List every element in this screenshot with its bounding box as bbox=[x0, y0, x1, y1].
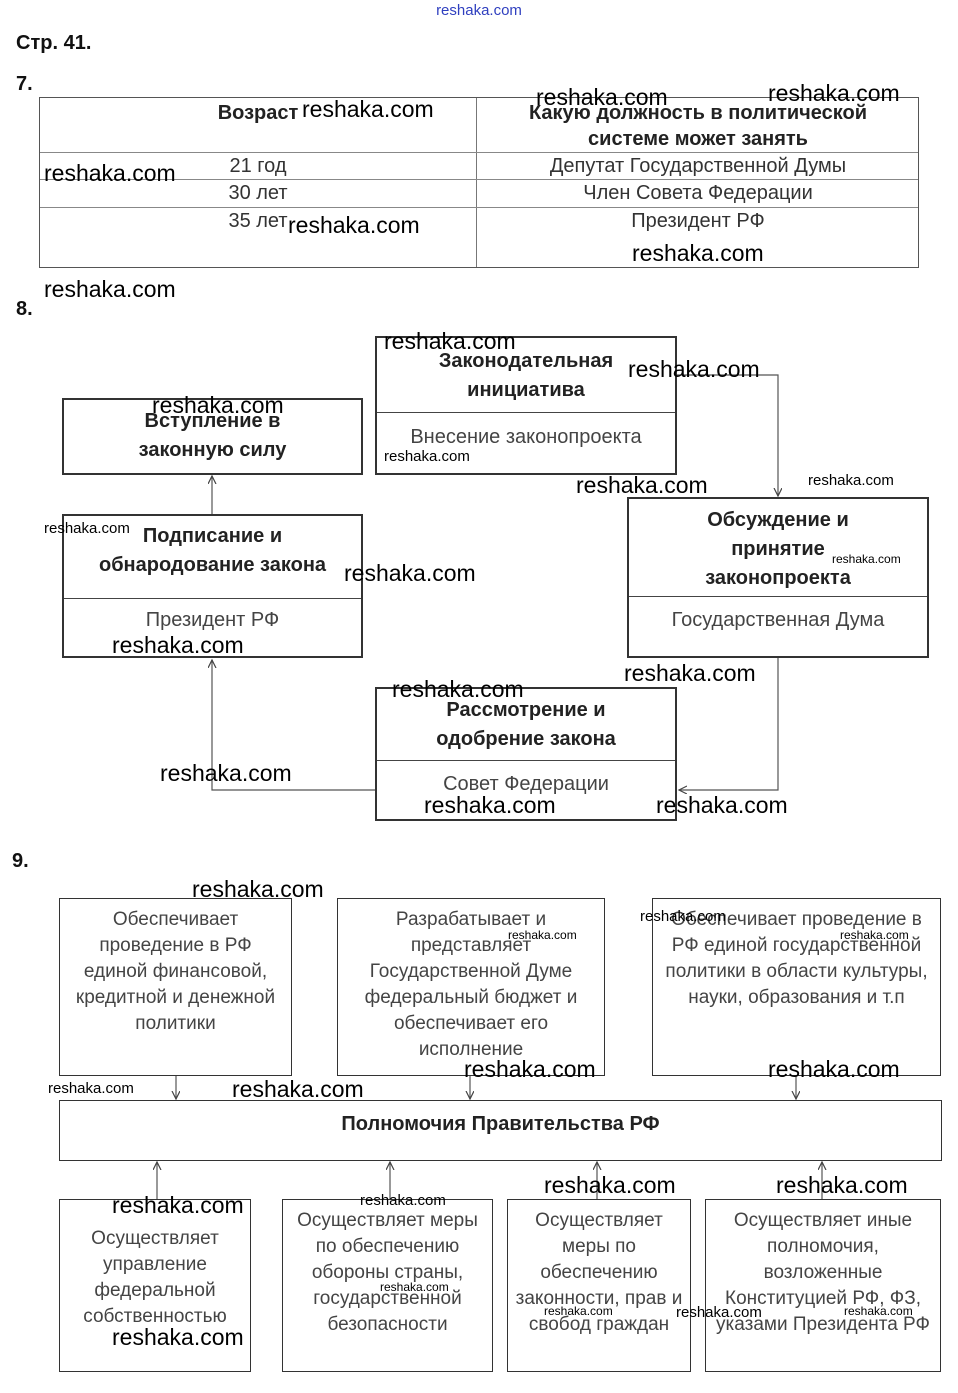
watermark-text: reshaka.com bbox=[48, 1080, 134, 1097]
node-review-title: Рассмотрение и одобрение закона bbox=[436, 699, 616, 750]
task8-number: 8. bbox=[16, 298, 33, 320]
watermark-text: reshaka.com bbox=[384, 328, 516, 354]
watermark-text: reshaka.com bbox=[360, 1192, 446, 1209]
watermark-text: reshaka.com bbox=[232, 1076, 364, 1102]
watermark-text: reshaka.com bbox=[344, 560, 476, 586]
watermark-text: reshaka.com bbox=[288, 212, 420, 238]
watermark-text: reshaka.com bbox=[628, 356, 760, 382]
watermark-text: reshaka.com bbox=[844, 1304, 913, 1318]
watermark-text: reshaka.com bbox=[152, 392, 284, 418]
task9-number: 9. bbox=[12, 850, 29, 872]
watermark-text: reshaka.com bbox=[768, 1056, 900, 1082]
watermark-text: reshaka.com bbox=[112, 1192, 244, 1218]
watermark-text: reshaka.com bbox=[44, 160, 176, 186]
node-initiative-sub: Внесение законопроекта bbox=[410, 426, 642, 448]
power-culture-science-policy: Обеспечивает проведение в РФ единой госу… bbox=[652, 898, 941, 1076]
table-row-2-age: 30 лет bbox=[228, 182, 288, 204]
watermark-text: reshaka.com bbox=[632, 242, 784, 265]
node-legislative-initiative: Законодательная инициатива Внесение зако… bbox=[375, 336, 677, 475]
watermark-text: reshaka.com bbox=[676, 1304, 762, 1321]
watermark-text: reshaka.com bbox=[776, 1172, 908, 1198]
watermark-text: reshaka.com bbox=[160, 760, 292, 786]
watermark-text: reshaka.com bbox=[808, 472, 894, 489]
watermark-text: reshaka.com bbox=[112, 1324, 244, 1350]
node-effect-title: Вступление в законную силу bbox=[138, 410, 287, 461]
watermark-text: reshaka.com bbox=[384, 448, 470, 465]
watermark-text: reshaka.com bbox=[832, 552, 901, 566]
watermark-text: reshaka.com bbox=[302, 96, 434, 122]
watermark-text: reshaka.com bbox=[424, 792, 556, 818]
watermark-text: reshaka.com bbox=[44, 520, 130, 537]
table-row-1-age: 21 год bbox=[229, 155, 287, 177]
watermark-text: reshaka.com bbox=[536, 84, 668, 110]
watermark-text: reshaka.com bbox=[192, 876, 324, 902]
node-signing-sub: Президент РФ bbox=[145, 609, 280, 631]
watermark-text: reshaka.com bbox=[640, 908, 726, 925]
power-other-powers: Осуществляет иные полномочия, возложенны… bbox=[705, 1199, 941, 1372]
watermark-text: reshaka.com bbox=[44, 276, 176, 302]
watermark-text: reshaka.com bbox=[464, 1056, 596, 1082]
watermark-text: reshaka.com bbox=[840, 928, 909, 942]
node-review-approval: Рассмотрение и одобрение закона Совет Фе… bbox=[375, 687, 677, 821]
power-defense-security: Осуществляет меры по обеспечению обороны… bbox=[282, 1199, 493, 1372]
watermark-text: reshaka.com bbox=[544, 1172, 676, 1198]
node-review-sub: Совет Федерации bbox=[443, 773, 609, 795]
watermark-text: reshaka.com bbox=[508, 928, 577, 942]
age-position-table: Возраст Какую должность в политической с… bbox=[39, 97, 919, 268]
watermark-text: reshaka.com bbox=[656, 792, 788, 818]
node-initiative-title: Законодательная инициатива bbox=[438, 350, 614, 401]
table-header-age: Возраст bbox=[217, 102, 299, 124]
table-row-1-position: Депутат Государственной Думы bbox=[549, 155, 847, 177]
watermark-text: reshaka.com bbox=[576, 472, 708, 498]
node-discussion-sub: Государственная Дума bbox=[671, 609, 885, 631]
top-watermark[interactable]: reshaka.com bbox=[436, 2, 522, 19]
power-federal-budget: Разрабатывает и представляет Государстве… bbox=[337, 898, 605, 1076]
watermark-text: reshaka.com bbox=[544, 1304, 613, 1318]
watermark-text: reshaka.com bbox=[112, 632, 244, 658]
watermark-text: reshaka.com bbox=[624, 660, 756, 686]
table-row-3-position: Президент РФ bbox=[631, 210, 765, 232]
watermark-text: reshaka.com bbox=[380, 1280, 449, 1294]
power-financial-policy: Обеспечивает проведение в РФ единой фина… bbox=[59, 898, 292, 1076]
watermark-text: reshaka.com bbox=[768, 80, 900, 106]
node-signing-title: Подписание и обнародование закона bbox=[98, 525, 327, 576]
node-discussion-title: Обсуждение и принятие законопроекта bbox=[705, 509, 851, 589]
table-row-2-position: Член Совета Федерации bbox=[583, 182, 813, 204]
node-entry-into-force: Вступление в законную силу bbox=[62, 398, 363, 475]
watermark-text: reshaka.com bbox=[392, 676, 524, 702]
table-header-position: Какую должность в политической системе м… bbox=[528, 102, 868, 150]
node-discussion-adoption: Обсуждение и принятие законопроекта Госу… bbox=[627, 497, 929, 658]
power-federal-property: Осуществляет управление федеральной собс… bbox=[59, 1199, 251, 1372]
task7-number: 7. bbox=[16, 73, 33, 95]
node-signing-promulgation: Подписание и обнародование закона Презид… bbox=[62, 514, 363, 658]
power-legality-rights: Осуществляет меры по обеспечению законно… bbox=[507, 1199, 691, 1372]
page-header: Стр. 41. bbox=[16, 32, 92, 54]
table-row-3-age: 35 лет bbox=[228, 210, 288, 232]
central-government-powers: Полномочия Правительства РФ bbox=[59, 1100, 942, 1161]
